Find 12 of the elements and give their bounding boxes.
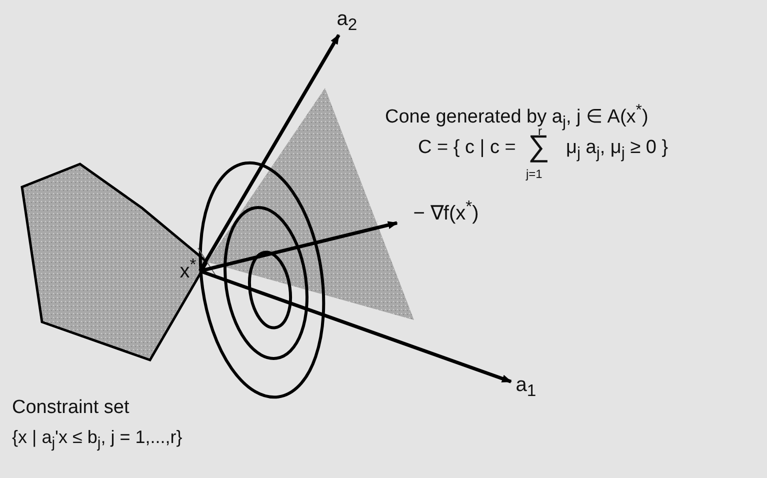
- summation-sign: ∑: [528, 132, 550, 162]
- node-label: a$_{1}$: [516, 374, 536, 400]
- formula-text: C = { c | c =: [418, 138, 516, 157]
- node-label: a$_{2}$: [336, 8, 358, 34]
- node-label: x$^{*}$: [180, 256, 196, 282]
- caption-text: Constraint set: [12, 398, 130, 417]
- sum-lower-limit: j=1: [526, 168, 542, 180]
- arrow: [199, 269, 512, 384]
- formula-text: {x | a$_{j}$'x ≤ b$_{j}$, j = 1,...,r}: [12, 428, 182, 451]
- node-label: − ∇f(x$^{*}$): [413, 198, 479, 224]
- arrow: [198, 34, 340, 272]
- formula-text: μ$_{j}$ a$_{j}$, μ$_{j}$ ≥ 0 }: [566, 138, 668, 162]
